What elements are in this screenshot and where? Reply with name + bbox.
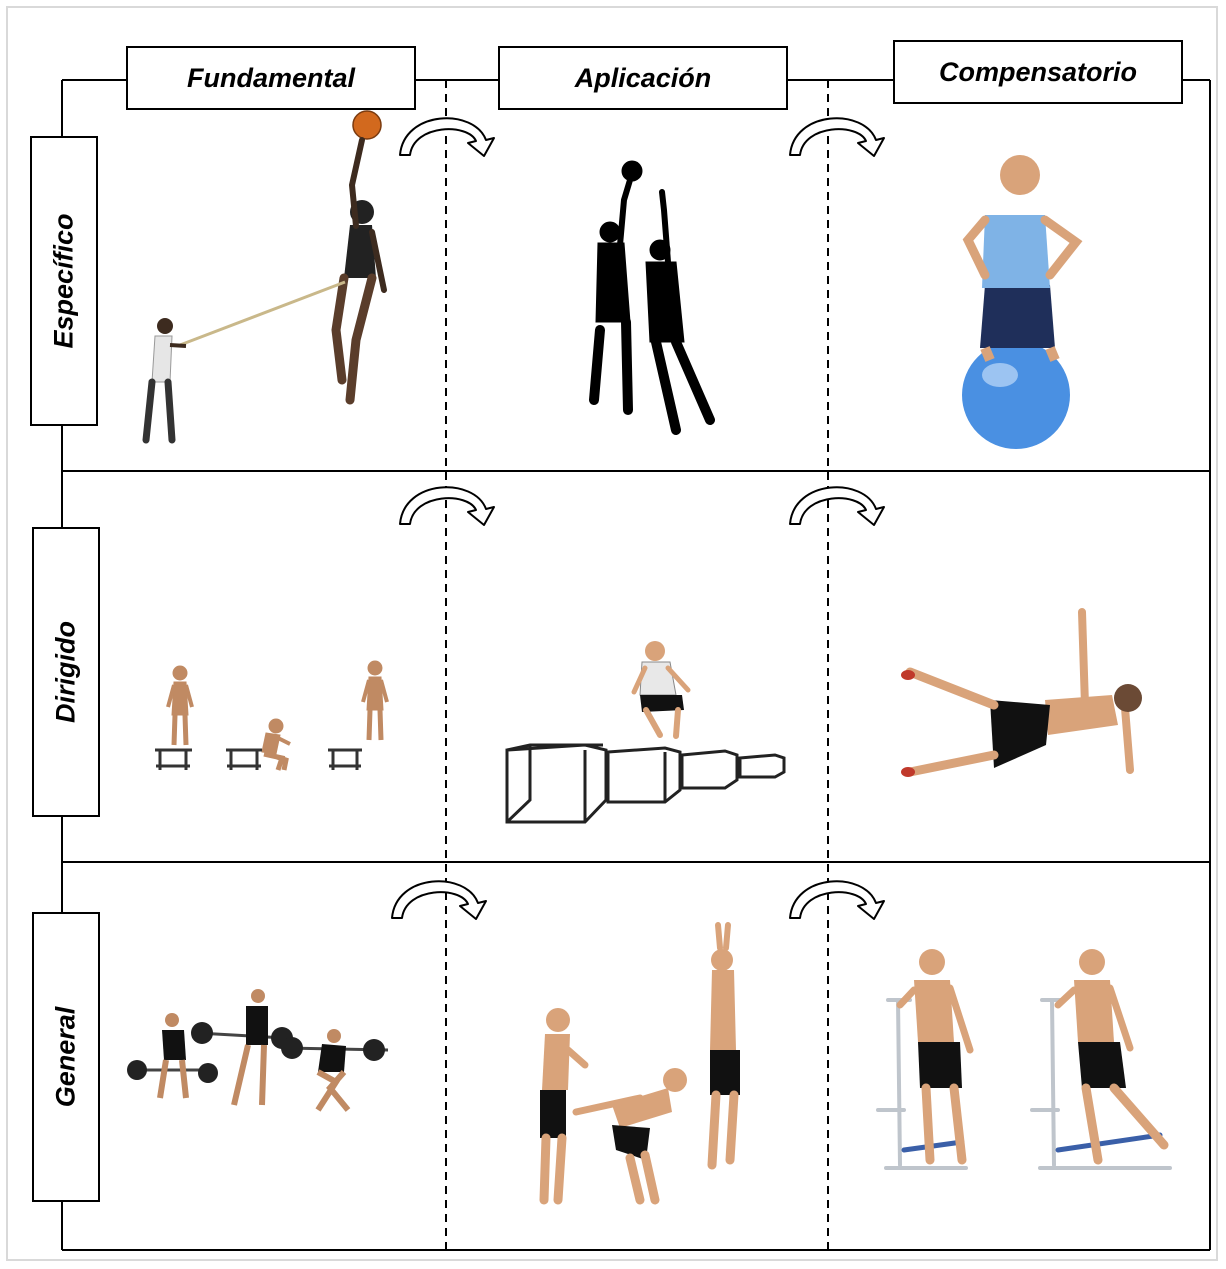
barbell-lift-sequence-icon: [127, 989, 389, 1112]
column-header-aplicacion: Aplicación: [498, 46, 788, 110]
curved-arrow-icon: [391, 880, 487, 920]
curved-arrow-icon: [789, 880, 885, 920]
row-label-text: General: [50, 1006, 81, 1108]
box-jump-sequence-icon: [155, 661, 387, 770]
row-label-dirigido: Dirigido: [32, 527, 100, 817]
basketball-rebound-silhouette-icon: [589, 160, 715, 435]
squat-jump-sequence-icon: [539, 922, 740, 1205]
row-label-text: Específico: [48, 213, 79, 349]
plyometric-boxes-jump-icon: [505, 641, 786, 824]
resisted-jump-shot-icon: [142, 110, 387, 444]
side-plank-icon: [901, 608, 1142, 777]
column-header-label: Aplicación: [574, 62, 712, 93]
stability-ball-kneeling-icon: [962, 155, 1083, 449]
curved-arrow-icon: [399, 117, 495, 157]
curved-arrow-icon: [399, 486, 495, 526]
row-label-text: Dirigido: [50, 621, 81, 723]
figure-frame: [6, 6, 1218, 1261]
column-header-fundamental: Fundamental: [126, 46, 416, 110]
curved-arrow-icon: [789, 117, 885, 157]
band-hip-abduction-icon: [876, 949, 1172, 1170]
row-label-general: General: [32, 912, 100, 1202]
column-header-label: Compensatorio: [938, 56, 1138, 87]
column-dividers: [445, 80, 829, 1250]
curved-arrow-icon: [789, 486, 885, 526]
row-label-especifico: Específico: [30, 136, 98, 426]
progression-arrows: [391, 117, 885, 920]
column-header-label: Fundamental: [186, 62, 355, 93]
column-header-compensatorio: Compensatorio: [893, 40, 1183, 104]
